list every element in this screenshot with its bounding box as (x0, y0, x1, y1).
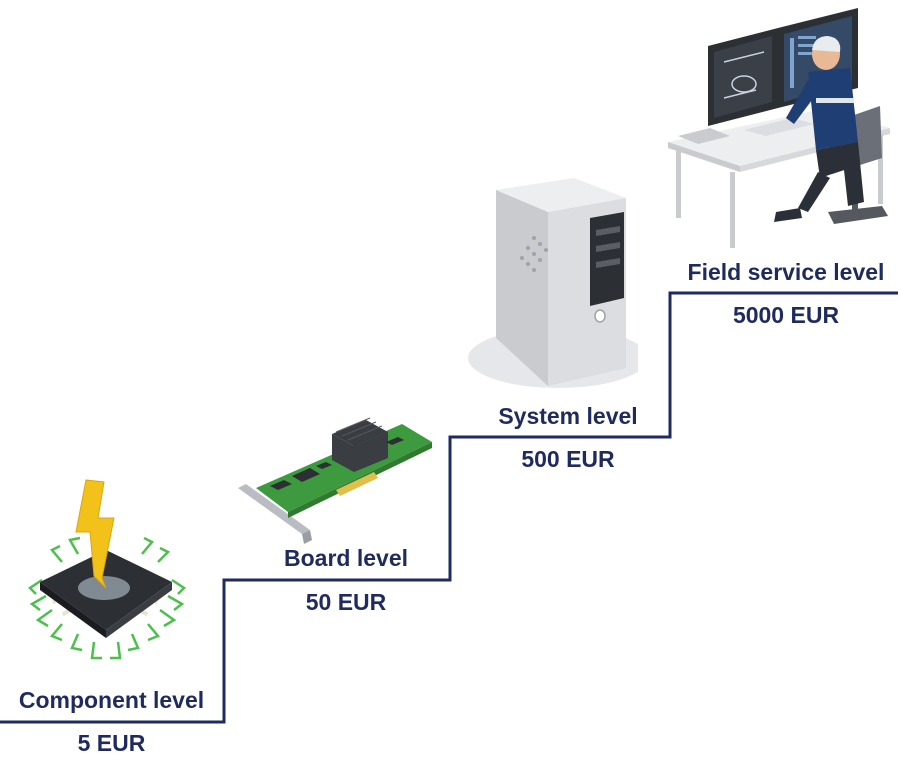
system-level-cost: 500 EUR (521, 446, 615, 472)
component-level-label: Component level (18, 687, 205, 713)
chip-with-lightning-icon (28, 479, 186, 660)
board-level-cost: 50 EUR (305, 589, 387, 615)
board-level-label: Board level (284, 545, 408, 571)
field-service-level-cost: 5000 EUR (732, 302, 840, 328)
component-level-cost: 5 EUR (77, 730, 146, 756)
field-service-level-label: Field service level (687, 259, 885, 285)
system-level-label: System level (498, 403, 638, 429)
technician-workstation-icon (668, 8, 890, 248)
circuit-board-icon (238, 417, 432, 544)
server-tower-icon (468, 178, 638, 388)
